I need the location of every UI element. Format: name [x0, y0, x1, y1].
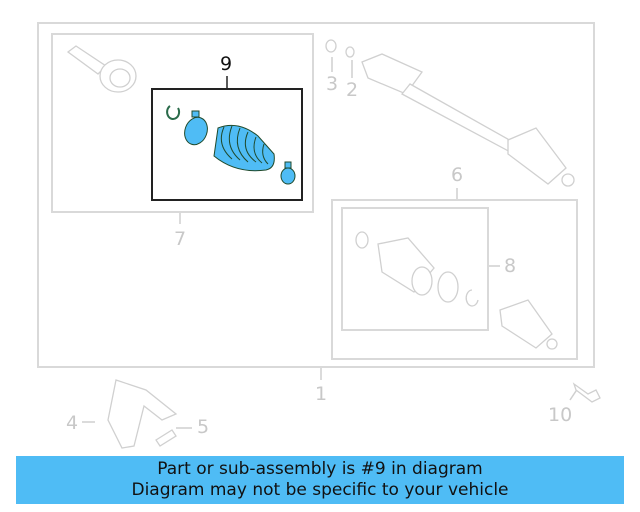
assembly-7-frame	[51, 33, 314, 213]
inner-joint-ghost	[66, 45, 137, 93]
banner-line-1: Part or sub-assembly is #9 in diagram	[157, 459, 483, 479]
boot-kit-8-ghost	[355, 231, 479, 307]
large-clamp	[184, 116, 208, 146]
callout-1[interactable]: 1	[315, 383, 328, 405]
info-banner: Part or sub-assembly is #9 in diagram Di…	[16, 456, 624, 504]
assembly-8-frame	[341, 207, 489, 331]
banner-line-2: Diagram may not be specific to your vehi…	[131, 480, 509, 500]
boot-kit-9-frame[interactable]	[151, 88, 303, 201]
callout-4[interactable]: 4	[66, 412, 79, 434]
callout-8[interactable]: 8	[504, 255, 517, 277]
callout-9[interactable]: 9	[220, 53, 233, 75]
callout-7[interactable]: 7	[174, 228, 187, 250]
bracket-ghost	[107, 379, 178, 449]
callout-2[interactable]: 2	[346, 79, 359, 101]
axle-shaft-ghost	[325, 39, 575, 187]
small-clamp	[280, 167, 296, 185]
callout-6[interactable]: 6	[451, 164, 464, 186]
outer-assembly-frame	[37, 22, 595, 368]
boot-kit-9-parts	[166, 105, 296, 185]
callout-5[interactable]: 5	[197, 416, 210, 438]
callout-10[interactable]: 10	[548, 404, 573, 426]
bolt-10-ghost	[572, 382, 601, 403]
callout-3[interactable]: 3	[326, 73, 339, 95]
snap-ring	[166, 105, 181, 120]
bolt-5-ghost	[155, 429, 177, 447]
outer-joint-ghost	[499, 299, 558, 350]
assembly-6-frame	[331, 199, 578, 360]
